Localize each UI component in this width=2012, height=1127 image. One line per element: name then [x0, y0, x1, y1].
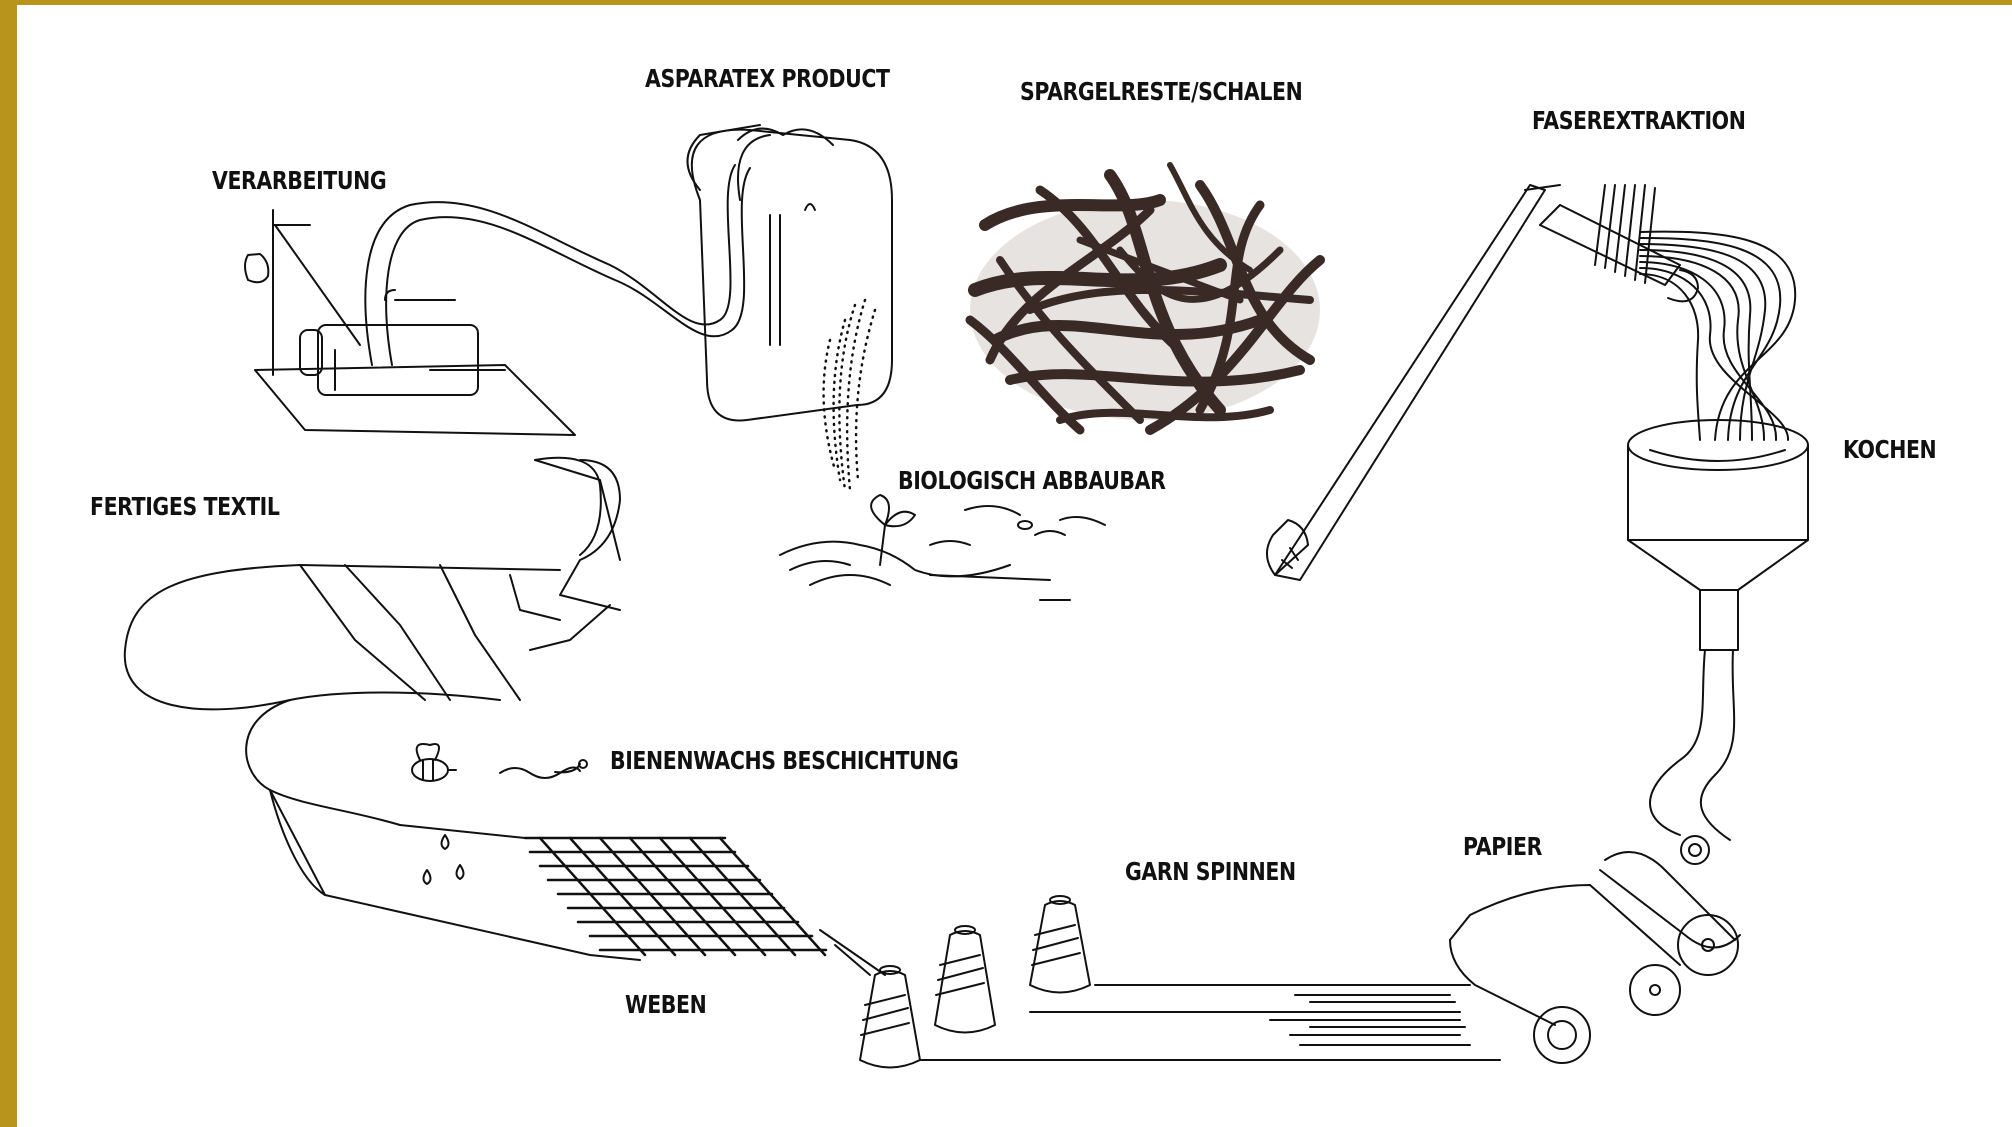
soil-sprout-icon: [780, 495, 1105, 600]
label-asparatex-product: ASPARATEX PRODUCT: [645, 64, 890, 93]
fabric-strap-icon: [365, 165, 750, 365]
label-bienenwachs-beschichtung: BIENENWACHS BESCHICHTUNG: [610, 746, 958, 775]
water-drops-icon: [424, 835, 464, 884]
paper-rollers-icon: [1450, 836, 1740, 1063]
weaving-grid-icon: [525, 838, 826, 955]
bee-icon: [412, 744, 587, 781]
fabric-ribbon-icon: [125, 458, 640, 960]
yarn-spools-icon: [820, 896, 1090, 1068]
cooking-pot-icon: [1628, 420, 1808, 650]
label-garn-spinnen: GARN SPINNEN: [1125, 857, 1296, 886]
asparagus-scraps-icon: [970, 165, 1320, 430]
backpack-icon: [688, 125, 893, 421]
label-papier: PAPIER: [1463, 832, 1542, 861]
label-spargelreste-schalen: SPARGELRESTE/SCHALEN: [1020, 77, 1302, 106]
pulp-stream-icon: [1650, 650, 1734, 840]
fibers-icon: [1640, 232, 1795, 440]
label-weben: WEBEN: [625, 990, 706, 1019]
label-kochen: KOCHEN: [1843, 435, 1936, 464]
asparagus-icon: [1267, 185, 1698, 580]
dust-particles: [824, 300, 875, 490]
label-verarbeitung: VERARBEITUNG: [212, 166, 386, 195]
label-biologisch-abbaubar: BIOLOGISCH ABBAUBAR: [898, 466, 1165, 495]
label-faserextraktion: FASEREXTRAKTION: [1532, 106, 1745, 135]
paper-strips-icon: [920, 985, 1500, 1060]
sewing-machine-icon: [245, 210, 575, 435]
label-fertiges-textil: FERTIGES TEXTIL: [90, 492, 280, 521]
